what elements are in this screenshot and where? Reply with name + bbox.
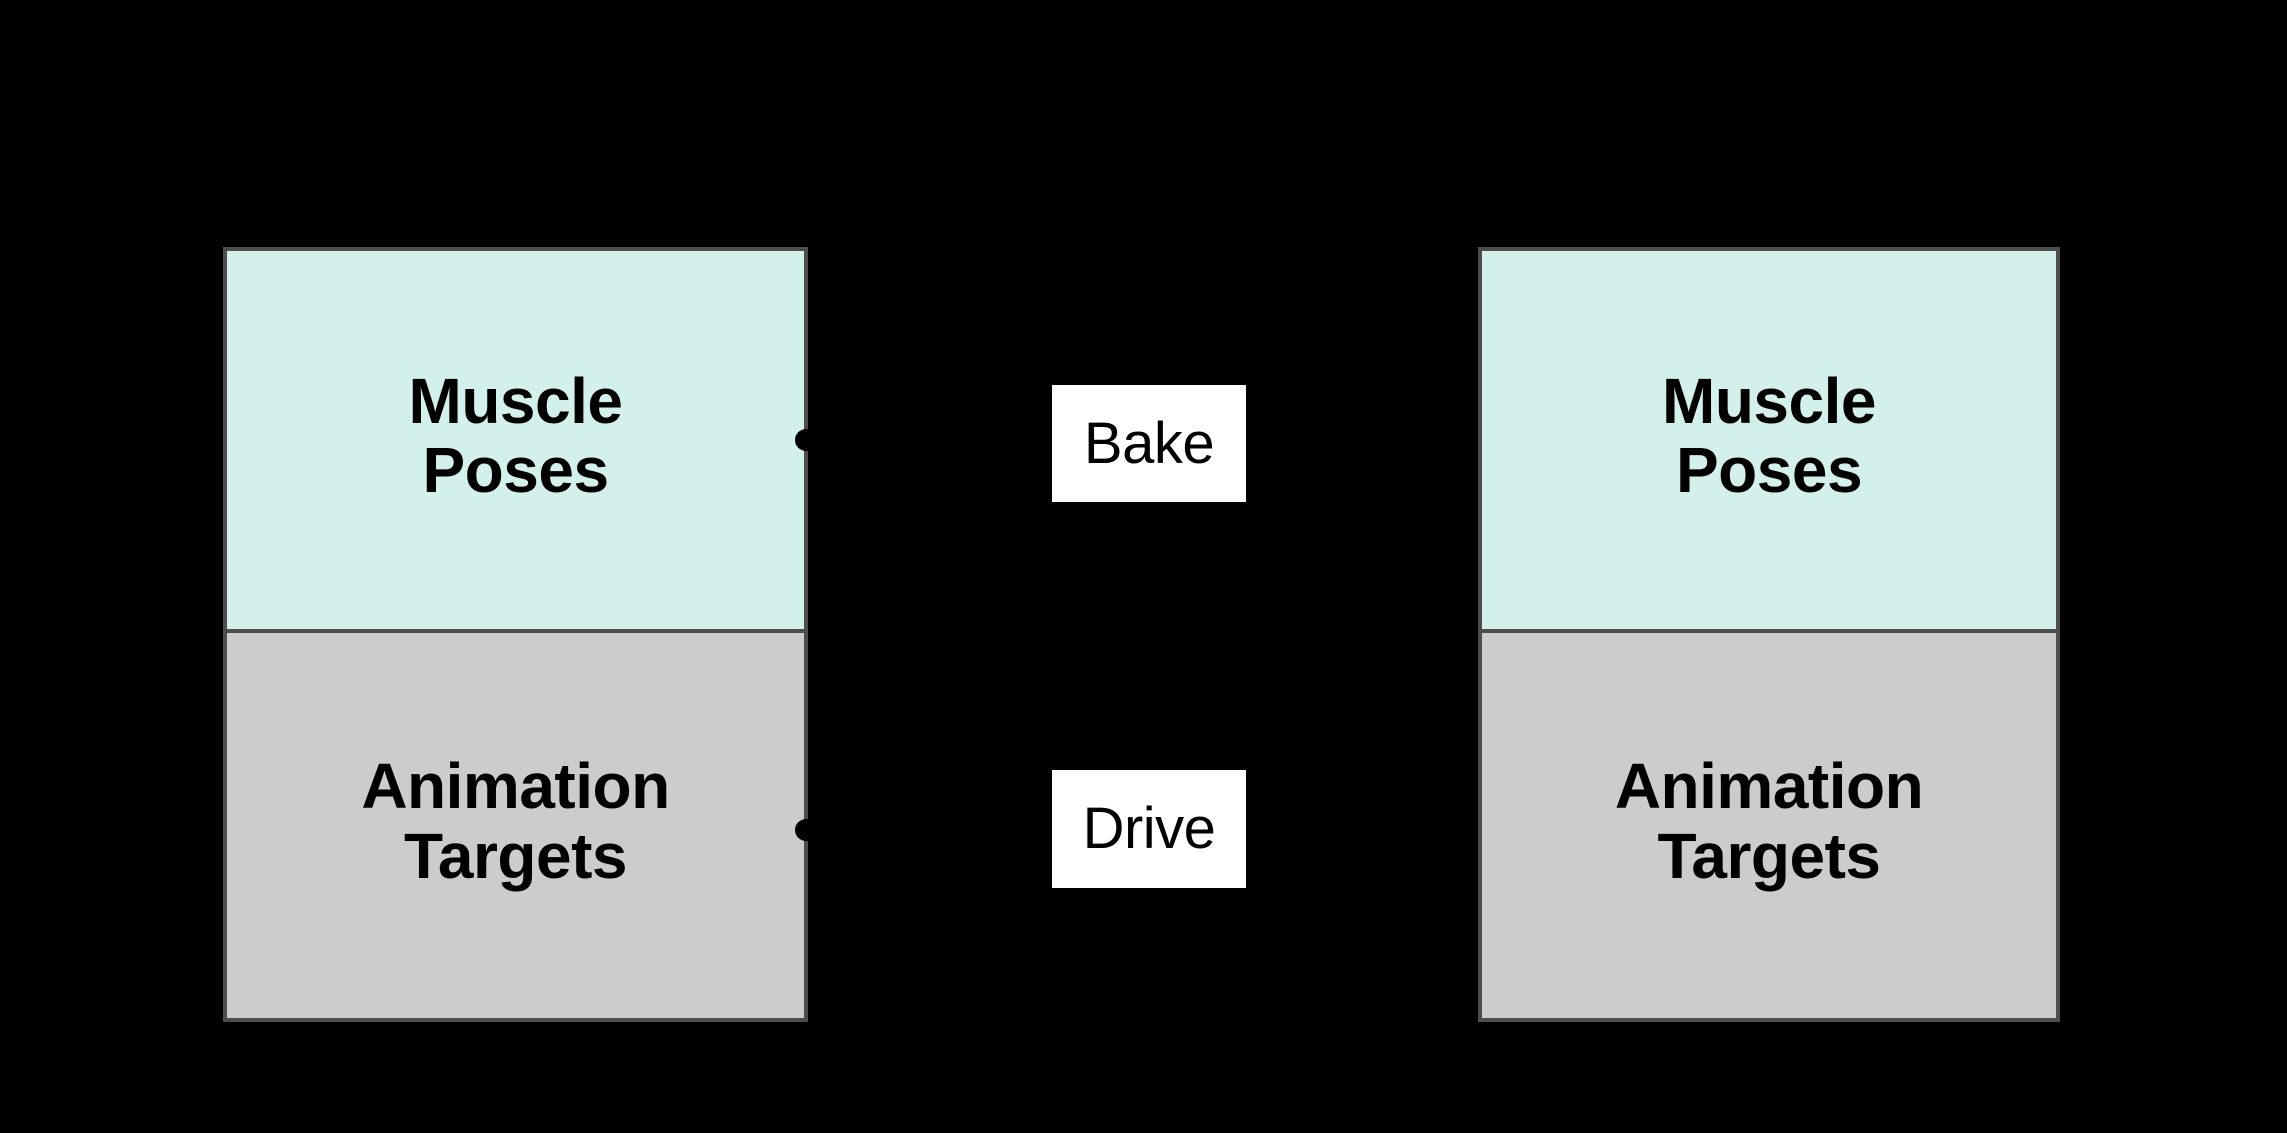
- section-label-muscle-poses-left: Muscle Poses: [408, 364, 623, 506]
- section-animation-targets-right[interactable]: Animation Targets: [1482, 633, 2056, 1018]
- edge-source-dot-bake-icon: [795, 429, 817, 451]
- node-left[interactable]: Muscle Poses Animation Targets: [223, 247, 808, 1022]
- section-animation-targets-left[interactable]: Animation Targets: [227, 633, 804, 1018]
- node-right[interactable]: Muscle Poses Animation Targets: [1478, 247, 2060, 1022]
- section-label-muscle-poses-right: Muscle Poses: [1662, 364, 1876, 506]
- section-muscle-poses-left[interactable]: Muscle Poses: [227, 251, 804, 633]
- edge-source-dot-drive-icon: [795, 819, 817, 841]
- section-label-animation-targets-right: Animation Targets: [1614, 750, 1924, 892]
- edge-arrowhead-drive-icon: [1456, 817, 1478, 845]
- edge-arrowhead-bake-icon: [1456, 427, 1478, 455]
- edge-label-drive[interactable]: Drive: [1052, 770, 1246, 888]
- section-label-animation-targets-left: Animation Targets: [361, 750, 670, 892]
- section-muscle-poses-right[interactable]: Muscle Poses: [1482, 251, 2056, 633]
- edge-label-bake[interactable]: Bake: [1052, 385, 1246, 502]
